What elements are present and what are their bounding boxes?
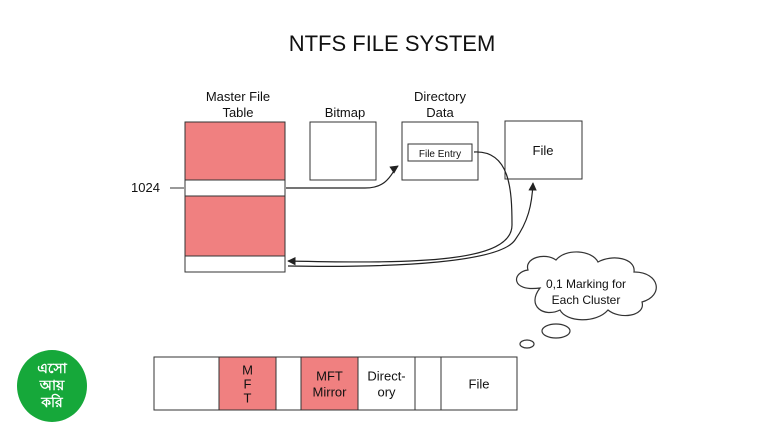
disk-segment-4-line-1: ory [377,385,396,400]
file-box [504,120,583,180]
file-entry-label: File Entry [419,149,461,160]
mft-label-line2: Table [222,105,253,120]
arrow-file-entry-to-mft-record [287,151,513,266]
bitmap-box [309,121,377,181]
logo-line3: করি [41,394,63,411]
disk-segment-2 [275,356,302,411]
disk-segment-4 [357,356,416,411]
directory-label-line2: Data [426,105,454,120]
offset-label: 1024 [131,180,160,195]
page-title: NTFS FILE SYSTEM [289,31,496,56]
mft-label-line1: Master File [206,89,270,104]
thought-cloud [515,251,657,321]
disk-segment-1-line-2: T [244,391,252,406]
logo-line2: আয় [39,377,65,394]
disk-segment-6-line-0: File [469,377,490,392]
logo-line1: এসো [37,360,67,377]
disk-segment-1 [218,356,277,411]
disk-segment-4-line-0: Direct- [367,369,405,384]
mft-segment-bottom [184,195,286,257]
thought-dot-large [541,323,571,339]
disk-segment-5 [414,356,442,411]
bitmap-label: Bitmap [325,105,365,120]
disk-segment-1-line-1: F [244,377,252,392]
thought-bubble: 0,1 Marking for Each Cluster [515,251,657,349]
thought-line1: 0,1 Marking for [546,277,626,291]
arrow-mft-to-file-entry [286,165,399,189]
directory-label-line1: Directory [414,89,467,104]
disk-segment-3 [300,356,359,411]
disk-segment-3-line-1: Mirror [313,385,348,400]
mft-segment-top [184,121,286,181]
thought-dot-small [519,339,535,349]
mft-record-last [184,255,286,273]
disk-segment-6 [440,356,518,411]
file-entry-box [407,143,473,162]
logo-badge: এসো আয় করি [17,350,87,422]
disk-segment-3-line-0: MFT [316,369,343,384]
thought-line2: Each Cluster [552,293,621,307]
disk-segment-0 [153,356,220,411]
arrow-mft-record-to-file [287,182,537,267]
mft-record-1024 [184,179,286,197]
master-file-table [184,121,286,273]
disk-segment-1-line-0: M [242,363,253,378]
file-box-label: File [533,143,554,158]
